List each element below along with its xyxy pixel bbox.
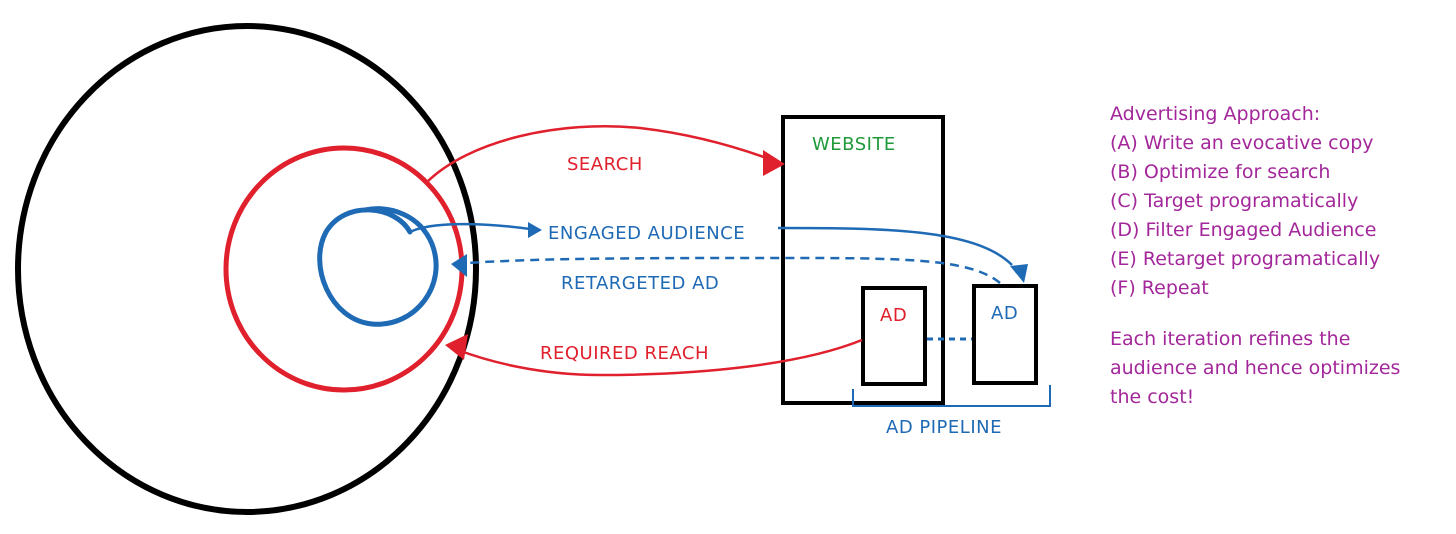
search-arrow [426, 125, 773, 183]
required-reach-label: REQUIRED REACH [540, 343, 709, 364]
notes-step: (F) Repeat [1110, 277, 1209, 299]
notes-summary-line: Each iteration refines the [1110, 328, 1351, 350]
retargeted-ad-arrowhead [451, 254, 467, 277]
ad-blue-label: AD [991, 303, 1018, 324]
notes-summary-line: audience and hence optimizes [1110, 357, 1401, 379]
ad-box-blue [972, 284, 1038, 385]
retargeted-ad-label: RETARGETED AD [561, 273, 719, 294]
ad-pipeline-bracket [852, 385, 1051, 407]
required-reach-arrow [457, 338, 863, 377]
ad-red-label: AD [880, 305, 907, 326]
engaged-audience-arrow-right [777, 226, 1013, 266]
notes-heading: Advertising Approach: [1110, 103, 1321, 125]
engaged-audience-arrowhead-right [1010, 264, 1028, 283]
notes-step: (E) Retarget programatically [1110, 248, 1381, 270]
engaged-audience-arrow-left [409, 222, 531, 234]
engaged-audience-arrowhead-left [528, 222, 542, 238]
website-box [781, 115, 945, 405]
engaged-audience-label: ENGAGED AUDIENCE [548, 223, 745, 244]
required-reach-circle [223, 145, 465, 393]
retargeted-ad-arrow [467, 256, 1001, 284]
notes-step: (B) Optimize for search [1110, 161, 1331, 183]
website-label: WEBSITE [812, 134, 896, 155]
notes-step: (C) Target programatically [1110, 190, 1359, 212]
advertising-approach-notes: Advertising Approach: (A) Write an evoca… [1110, 100, 1450, 412]
notes-spacer [1110, 303, 1450, 325]
total-audience-circle [15, 23, 479, 515]
required-reach-arrowhead [445, 334, 468, 360]
search-arrowhead [763, 150, 785, 176]
engaged-audience-circle [317, 206, 439, 327]
ad-box-red [861, 286, 927, 386]
search-label: SEARCH [567, 154, 643, 175]
notes-step: (A) Write an evocative copy [1110, 132, 1374, 154]
notes-summary-line: the cost! [1110, 386, 1195, 408]
notes-step: (D) Filter Engaged Audience [1110, 219, 1377, 241]
ad-pipeline-label: AD PIPELINE [886, 417, 1002, 438]
